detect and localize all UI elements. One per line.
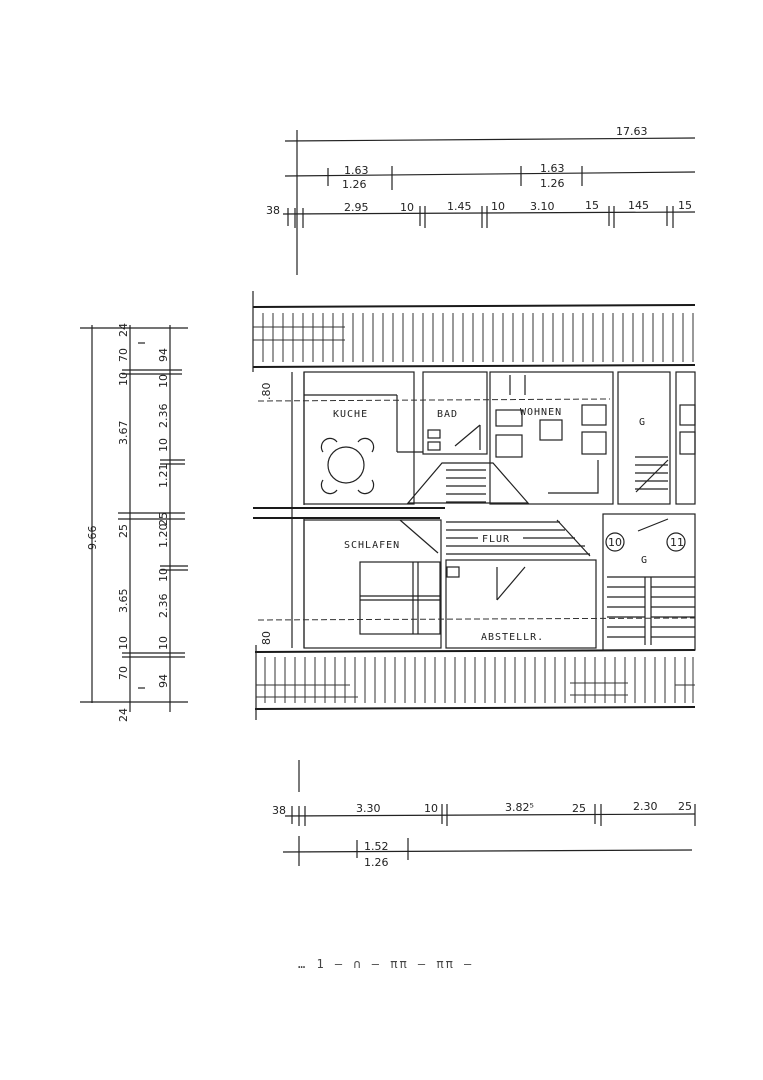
dim-top-seg-3: 1.45 [447, 200, 472, 213]
left-dimension-lines: 9.66 24 70 10 3.67 25 3.65 10 70 24 94 1… [80, 323, 188, 722]
dim-left-mid-0: 24 [117, 323, 130, 337]
dim-bottom-seg-4: 25 [572, 802, 586, 815]
room-g-upper [617, 371, 671, 505]
side-mark-top: .80 [260, 383, 273, 401]
dim-left-mid-4: 25 [117, 524, 130, 538]
footer-scribble: … 1 – ∩ — ππ — ππ — [298, 957, 473, 971]
unit-marker-11 [666, 532, 686, 552]
dim-bottom-seg-3: 3.82⁵ [505, 801, 534, 814]
roof-hatch-bottom [256, 657, 695, 703]
flur-stair-lines [446, 519, 591, 557]
dim-left-inner-7: 10 [157, 568, 170, 582]
stair-upper [406, 462, 530, 504]
dim-left-inner-5: 25 [157, 512, 170, 526]
dim-left-mid-3: 3.67 [117, 421, 130, 446]
room-schlafen [303, 519, 442, 649]
overall-width-label: 17.63 [616, 125, 648, 138]
dim-bottom-seg-5: 2.30 [633, 800, 658, 813]
room-label-g-core: G [641, 555, 648, 566]
dim-bottom-seg-1: 3.30 [356, 802, 381, 815]
dim-top-seg-6: 15 [585, 199, 599, 212]
window-2-bottom-label: 1.26 [540, 177, 565, 190]
window-2-top-label: 1.63 [540, 162, 565, 175]
dim-left-mid-6: 10 [117, 636, 130, 650]
dim-left-inner-1: 10 [157, 374, 170, 388]
dim-bottom-seg-6: 25 [678, 800, 692, 813]
dim-left-mid-8: 24 [117, 708, 130, 722]
window-1-top-label: 1.63 [344, 164, 369, 177]
room-wohnen [489, 371, 614, 505]
bottom-window-bottom-label: 1.26 [364, 856, 389, 869]
dim-left-mid-1: 70 [117, 348, 130, 362]
room-g-core [602, 513, 696, 651]
unit-marker-10 [605, 532, 625, 552]
room-label-abstellr: ABSTELLR. [481, 632, 544, 643]
dim-left-mid-5: 3.65 [117, 589, 130, 614]
room-label-wohnen: WOHNEN [520, 407, 562, 418]
window-1-bottom-label: 1.26 [342, 178, 367, 191]
room-label-g-upper: G [639, 417, 646, 428]
dim-left-inner-0: 94 [157, 348, 170, 362]
dim-top-seg-7: 145 [628, 199, 649, 212]
room-label-bad: BAD [437, 409, 458, 420]
roof-hatch-top [253, 313, 694, 362]
dim-left-inner-6: 1.20 [157, 524, 170, 549]
room-label-kueche: KUCHE [333, 409, 368, 420]
dim-top-seg-0: 38 [266, 204, 280, 217]
side-mark-bottom: 80 [260, 631, 273, 645]
dim-bottom-seg-0: 38 [272, 804, 286, 817]
dim-left-inner-10: 94 [157, 674, 170, 688]
bed-icon [359, 561, 441, 635]
unit-marker-10-label: 10 [608, 536, 622, 549]
room-abstellr [445, 559, 597, 649]
bottom-window-top-label: 1.52 [364, 840, 389, 853]
room-label-schlafen: SCHLAFEN [344, 540, 400, 551]
dim-left-inner-2: 2.36 [157, 404, 170, 429]
dim-left-mid-2: 10 [117, 372, 130, 386]
dim-left-inner-4: 1.21 [157, 464, 170, 489]
room-label-flur: FLUR [482, 534, 510, 545]
dim-top-seg-4: 10 [491, 200, 505, 213]
dim-left-inner-8: 2.36 [157, 594, 170, 619]
dim-top-seg-8: 15 [678, 199, 692, 212]
dim-left-inner-3: 10 [157, 438, 170, 452]
dining-table-icon [327, 446, 365, 484]
room-kueche [303, 371, 415, 505]
dim-left-mid-7: 70 [117, 666, 130, 680]
overall-depth-label: 9.66 [86, 526, 99, 551]
unit-marker-11-label: 11 [670, 536, 684, 549]
dim-bottom-seg-2: 10 [424, 802, 438, 815]
bottom-dimension-lines: 38 3.30 10 3.82⁵ 25 2.30 25 1.52 1.26 [272, 760, 696, 869]
top-dimension-lines: 17.63 1.63 1.26 1.63 1.26 38 2.95 10 1.4… [266, 125, 696, 275]
dim-top-seg-2: 10 [400, 201, 414, 214]
building-outline: KUCHE BAD WOHNEN [252, 291, 696, 720]
dim-left-inner-9: 10 [157, 636, 170, 650]
dim-top-seg-1: 2.95 [344, 201, 369, 214]
dim-top-seg-5: 3.10 [530, 200, 555, 213]
room-bad [422, 371, 488, 455]
